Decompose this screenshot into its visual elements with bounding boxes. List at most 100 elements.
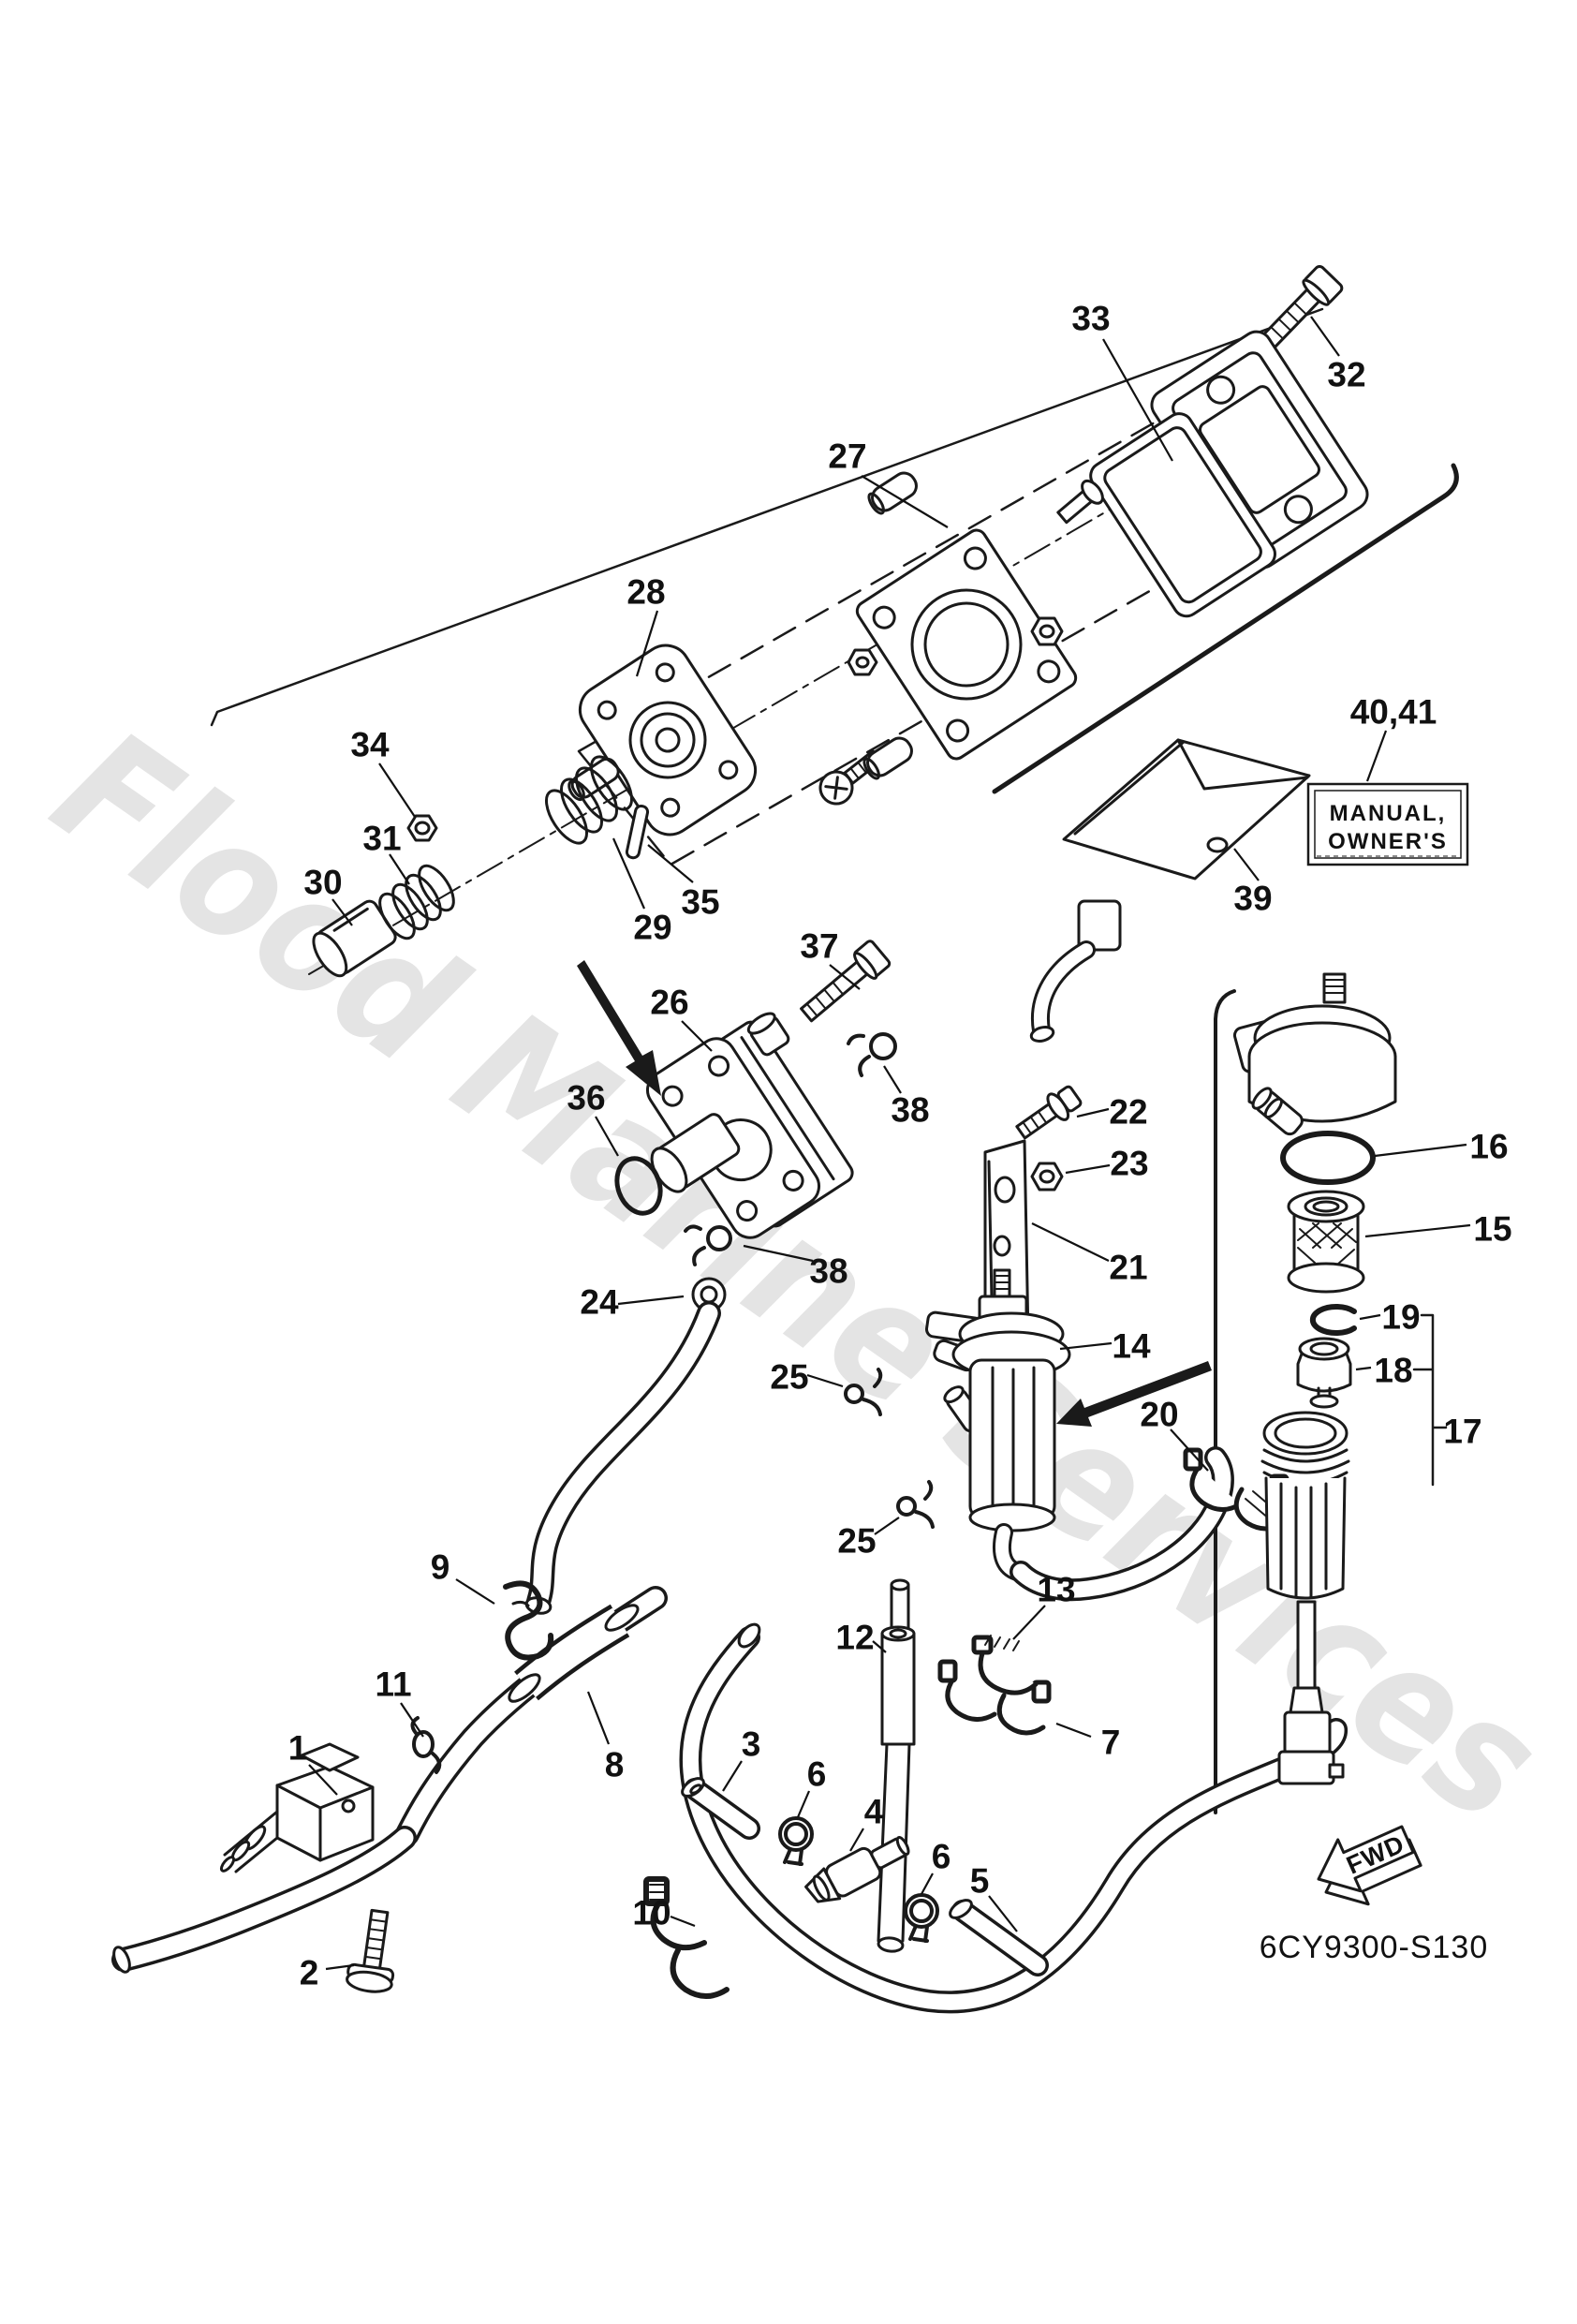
- part-1-connector: [219, 1742, 375, 1873]
- leader-23: [1065, 1163, 1111, 1175]
- callout-22: 22: [1109, 1093, 1147, 1132]
- leader-38: [743, 1244, 814, 1263]
- leader-25: [874, 1517, 900, 1535]
- callout-7: 7: [1101, 1724, 1121, 1762]
- callout-6: 6: [807, 1755, 827, 1794]
- callout-31: 31: [362, 820, 401, 858]
- valve-tappet-bottom: [862, 736, 913, 780]
- callout-15: 15: [1473, 1210, 1511, 1249]
- leader-13: [1012, 1605, 1046, 1640]
- part-9-clamp: [503, 1580, 554, 1661]
- callout-5: 5: [970, 1862, 990, 1901]
- part-6-clamp-b: [904, 1893, 939, 1943]
- leader-32: [1310, 316, 1340, 357]
- leader-40,41: [1365, 730, 1388, 782]
- leader-3: [722, 1760, 743, 1792]
- part-3-hose: [681, 1777, 760, 1840]
- callout-33: 33: [1071, 300, 1110, 338]
- part-36-oring: [614, 1156, 663, 1216]
- part-5-hose: [949, 1899, 1049, 1976]
- leader-25: [806, 1373, 844, 1388]
- leader-36: [595, 1116, 619, 1157]
- part-23-nut: [1030, 1162, 1064, 1192]
- leader-30: [332, 898, 353, 926]
- callout-36: 36: [567, 1079, 605, 1118]
- leader-26: [681, 1020, 713, 1052]
- callout-38: 38: [891, 1091, 929, 1130]
- part-25-clip-a: [844, 1368, 883, 1416]
- part-10-clamp: [643, 1876, 730, 1999]
- leader-6: [796, 1790, 811, 1818]
- part-18-nut: [1296, 1337, 1352, 1409]
- callout-16: 16: [1469, 1128, 1508, 1166]
- inset-filter-head: [1232, 972, 1397, 1136]
- callout-20: 20: [1140, 1396, 1178, 1434]
- callout-28: 28: [626, 573, 665, 612]
- part-19-eclip: [1309, 1304, 1357, 1336]
- manual-box-line1: MANUAL,: [1330, 801, 1447, 826]
- diagram-code: 6CY9300-S130: [1260, 1930, 1489, 1965]
- leader-9: [455, 1578, 495, 1605]
- callout-21: 21: [1109, 1249, 1147, 1287]
- callout-2: 2: [300, 1954, 319, 1992]
- callout-25: 25: [770, 1358, 808, 1397]
- leader-1: [308, 1764, 338, 1796]
- leader-12: [872, 1640, 887, 1653]
- callout-27: 27: [828, 437, 866, 476]
- leader-5: [988, 1895, 1018, 1932]
- part-37-bolt: [800, 940, 892, 1023]
- callout-8: 8: [605, 1746, 625, 1784]
- part-34-nut: [406, 814, 438, 842]
- leader-15: [1364, 1223, 1471, 1238]
- leader-11: [400, 1702, 424, 1738]
- part-38-clip-b: [684, 1224, 732, 1266]
- callout-29: 29: [633, 909, 671, 947]
- part-22-bolt: [1015, 1085, 1083, 1140]
- leader-24: [617, 1295, 685, 1306]
- leader-21: [1031, 1222, 1110, 1262]
- callout-38: 38: [809, 1252, 847, 1291]
- part-2-screw: [346, 1908, 395, 1993]
- callout-19: 19: [1381, 1298, 1420, 1337]
- part-17-cup: [1260, 1411, 1350, 1785]
- leader-4: [849, 1828, 864, 1852]
- artwork: [111, 264, 1459, 2014]
- callout-18: 18: [1374, 1352, 1412, 1390]
- leader-16: [1374, 1143, 1467, 1158]
- part-38-clip-a: [847, 1032, 897, 1077]
- part-27-valve-body: [818, 471, 1104, 806]
- callout-23: 23: [1110, 1145, 1148, 1183]
- part-7-clips: [937, 1659, 1052, 1736]
- part-16-oring: [1280, 1131, 1376, 1185]
- part-12-tube: [877, 1578, 916, 1953]
- leader-35: [647, 844, 694, 883]
- leader-20: [1170, 1428, 1209, 1472]
- valve-tappet-top: [867, 471, 918, 515]
- vapor-tube: [1029, 899, 1122, 1043]
- leader-31: [389, 853, 410, 885]
- manual-box: MANUAL, OWNER'S: [1306, 782, 1469, 866]
- valve-nut-right: [1030, 616, 1064, 646]
- leader-6: [921, 1873, 934, 1895]
- leader-8: [586, 1691, 611, 1745]
- valve-nut-left: [847, 648, 878, 676]
- part-25-clip-b: [896, 1480, 935, 1529]
- leader-38: [883, 1065, 902, 1094]
- callout-39: 39: [1233, 880, 1272, 918]
- callout-37: 37: [800, 927, 838, 966]
- leader-39: [1233, 848, 1260, 881]
- valve-small-bolt: [1056, 479, 1104, 525]
- deck-line: [210, 307, 1324, 727]
- leader-14: [1059, 1341, 1113, 1351]
- part-13-clamp: [971, 1635, 1039, 1695]
- part-29-spring: [545, 755, 633, 845]
- callout-35: 35: [681, 883, 719, 922]
- leader-7: [1055, 1722, 1092, 1739]
- manual-box-line2: OWNER'S: [1328, 829, 1448, 854]
- part-24-hose: [524, 1277, 727, 1615]
- part-14-filter: [925, 1268, 1071, 1581]
- part-8-hose: [111, 1586, 668, 1974]
- callout-40,41: 40,41: [1350, 693, 1437, 732]
